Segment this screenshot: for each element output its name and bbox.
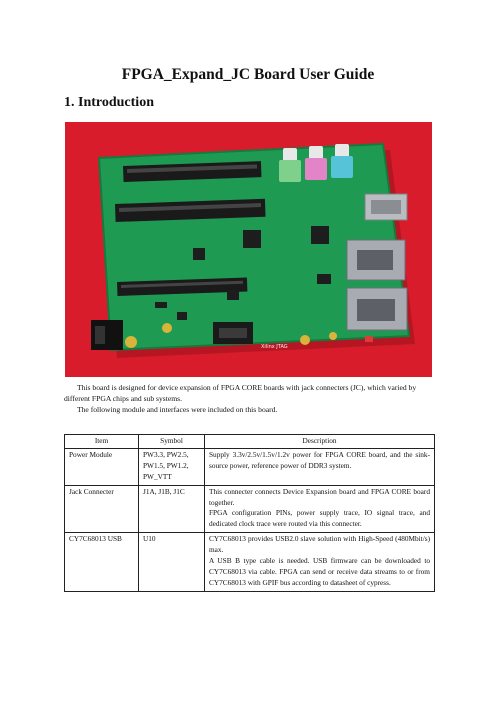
description-text: FPGA configuration PINs, power supply tr…	[209, 508, 430, 529]
cell-item: Jack Connecter	[64, 484, 139, 534]
document-title: FPGA_Expand_JC Board User Guide	[121, 66, 375, 83]
symbol-line: U10	[143, 534, 156, 544]
symbol-line: PW1.5, PW1.2,	[143, 460, 189, 470]
cell-description: Supply 3.3v/2.5v/1.5v/1.2v power for FPG…	[204, 447, 435, 486]
table-row: Jack Connecter J1A, J1B, J1C This connec…	[64, 484, 435, 534]
header-item: Item	[64, 434, 139, 449]
board-illustration: Xilinx JTAG	[65, 122, 432, 377]
intro-paragraph: This board is designed for device expans…	[64, 383, 417, 403]
symbol-line: PW_VTT	[143, 471, 172, 481]
cell-item: CY7C68013 USB	[64, 532, 139, 592]
header-symbol: Symbol	[138, 434, 205, 449]
jack-connector-j1a	[122, 161, 262, 182]
jtag-label: Xilinx JTAG	[261, 344, 288, 350]
table-row: Power Module PW3.3, PW2.5, PW1.5, PW1.2,…	[64, 447, 435, 486]
ic-chip	[193, 248, 205, 260]
cell-description: CY7C68013 provides USB2.0 slave solution…	[204, 532, 435, 592]
cell-description: This connecter connects Device Expansion…	[204, 484, 435, 534]
cell-symbol: U10	[138, 532, 205, 592]
description-text: Supply 3.3v/2.5v/1.5v/1.2v power for FPG…	[209, 449, 430, 470]
cell-item: Power Module	[64, 447, 139, 486]
header-description: Description	[204, 434, 435, 449]
jack-connector-j1c	[117, 277, 248, 296]
cell-symbol: J1A, J1B, J1C	[138, 484, 205, 534]
ic-chip	[311, 226, 329, 244]
board-photo: Xilinx JTAG	[65, 122, 432, 377]
jack-connector-j1b	[115, 198, 266, 222]
cell-symbol: PW3.3, PW2.5, PW1.5, PW1.2, PW_VTT	[138, 447, 205, 486]
symbol-line: J1A, J1B, J1C	[143, 486, 185, 496]
description-text: This connecter connects Device Expansion…	[209, 486, 430, 507]
table-row: CY7C68013 USB U10 CY7C68013 provides USB…	[64, 532, 435, 592]
ic-chip	[317, 274, 331, 284]
section-heading: 1. Introduction	[64, 95, 154, 110]
audio-jack-green	[279, 160, 301, 182]
description-text: CY7C68013 provides USB2.0 slave solution…	[209, 534, 430, 555]
spec-table: Item Symbol Description Power Module PW3…	[64, 434, 435, 592]
table-header-row: Item Symbol Description	[64, 434, 435, 449]
audio-jack-pink	[305, 158, 327, 180]
description-text: A USB B type cable is needed. USB firmwa…	[209, 556, 430, 587]
ic-chip	[243, 230, 261, 248]
symbol-line: PW3.3, PW2.5,	[143, 449, 189, 459]
audio-jack-blue	[331, 156, 353, 178]
intro-paragraph-2: The following module and interfaces were…	[77, 405, 278, 414]
ic-chip	[227, 290, 239, 300]
